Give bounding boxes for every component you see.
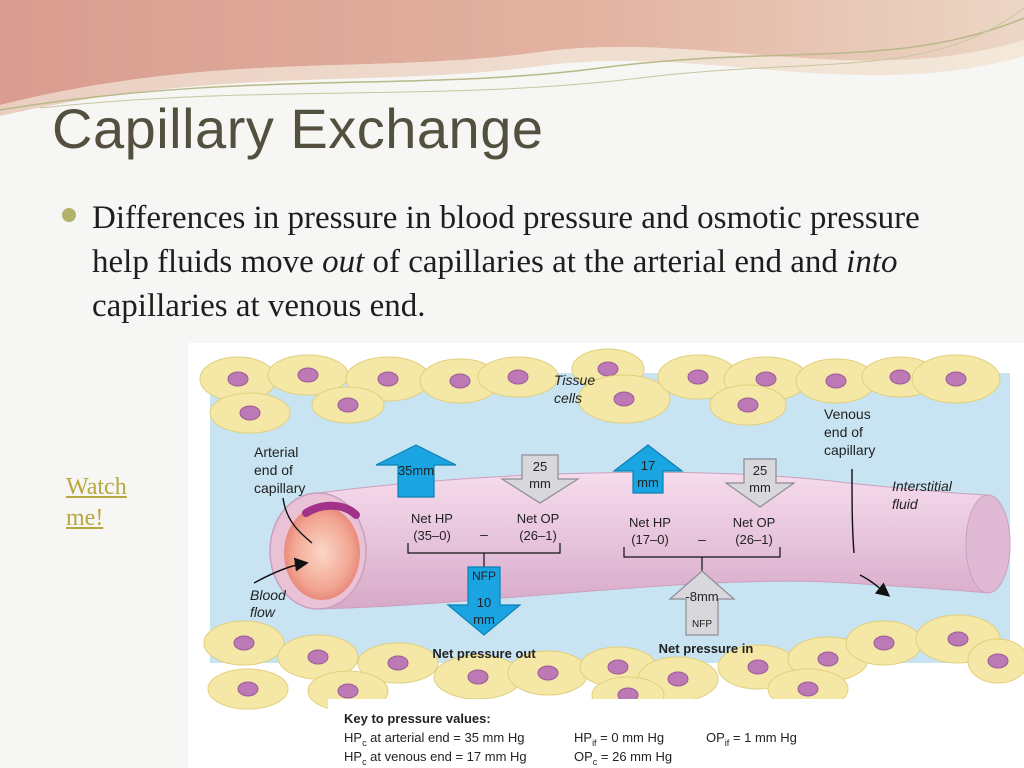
net-pressure-out-label: Net pressure out — [432, 646, 536, 661]
cell-nucleus — [337, 683, 359, 699]
venous-end-pointer — [851, 468, 855, 554]
cell-nucleus — [467, 669, 489, 685]
cell-nucleus — [297, 367, 319, 383]
cell-nucleus — [307, 649, 329, 665]
cell-nucleus — [747, 659, 769, 675]
key-row-1: HPc at arterial end = 35 mm Hg HPif = 0 … — [344, 730, 797, 748]
cell-nucleus — [337, 397, 359, 413]
net-pressure-in-label: Net pressure in — [659, 641, 754, 656]
cell-nucleus — [507, 369, 529, 385]
cell-nucleus — [239, 405, 261, 421]
cell-nucleus — [233, 635, 255, 651]
venous-nfp-arrow: -8mm NFP — [668, 570, 736, 636]
arterial-hp-arrow: 35mm — [375, 444, 457, 498]
arterial-net-op: Net OP(26–1) — [517, 511, 560, 543]
cell-nucleus — [755, 371, 777, 387]
bullet-text-part1: Differences in pressure in blood pressur… — [92, 200, 920, 280]
cell-nucleus — [987, 653, 1009, 669]
bullet-text: Differences in pressure in blood pressur… — [92, 196, 962, 328]
arterial-end-pointer — [282, 497, 313, 544]
svg-text:NFP: NFP — [692, 619, 712, 630]
decorative-header-waves — [0, 0, 1024, 116]
watch-link-line2: me! — [66, 505, 104, 531]
bullet-marker — [62, 208, 76, 222]
watch-me-link[interactable]: Watch me! — [66, 472, 156, 534]
venous-net-op: Net OP(26–1) — [733, 515, 776, 547]
cell-nucleus — [597, 361, 619, 377]
cell-nucleus — [387, 655, 409, 671]
bullet-emphasis-out: out — [322, 244, 365, 280]
cell-nucleus — [817, 651, 839, 667]
cell-nucleus — [947, 631, 969, 647]
bullet-emphasis-into: into — [846, 244, 898, 280]
cell-nucleus — [377, 371, 399, 387]
arterial-minus: – — [480, 526, 488, 542]
venous-minus: – — [698, 531, 706, 547]
key-title: Key to pressure values: — [344, 711, 491, 726]
cell-nucleus — [687, 369, 709, 385]
top-tissue-cells — [199, 348, 1001, 434]
bullet-text-part2: of capillaries at the arterial end and — [364, 244, 847, 280]
cell-nucleus — [237, 681, 259, 697]
cell-nucleus — [607, 659, 629, 675]
key-row-2: HPc at venous end = 17 mm Hg OPc = 26 mm… — [344, 749, 672, 767]
venous-net-hp: Net HP(17–0) — [629, 515, 671, 547]
cell-nucleus — [613, 391, 635, 407]
svg-text:35mm: 35mm — [398, 463, 434, 478]
outflow-arrow — [859, 574, 891, 597]
cell-nucleus — [873, 635, 895, 651]
bottom-tissue-cells — [203, 614, 1024, 714]
slide-title: Capillary Exchange — [52, 97, 544, 160]
watch-link-line1: Watch — [66, 474, 127, 500]
cell-nucleus — [449, 373, 471, 389]
cell-nucleus — [667, 671, 689, 687]
cell-nucleus — [889, 369, 911, 385]
pressure-key: Key to pressure values: HPc at arterial … — [328, 699, 888, 768]
cell-nucleus — [945, 371, 967, 387]
cell-nucleus — [537, 665, 559, 681]
blood-flow-arrow — [253, 557, 309, 584]
arterial-net-hp: Net HP(35–0) — [411, 511, 453, 543]
bullet-text-part3: capillaries at venous end. — [92, 288, 426, 324]
cell-nucleus — [737, 397, 759, 413]
bullet-point: Differences in pressure in blood pressur… — [62, 196, 962, 328]
cell-nucleus — [797, 681, 819, 697]
svg-text:-8mm: -8mm — [685, 589, 718, 604]
svg-text:NFP: NFP — [472, 569, 496, 583]
cell-nucleus — [227, 371, 249, 387]
cell-nucleus — [825, 373, 847, 389]
